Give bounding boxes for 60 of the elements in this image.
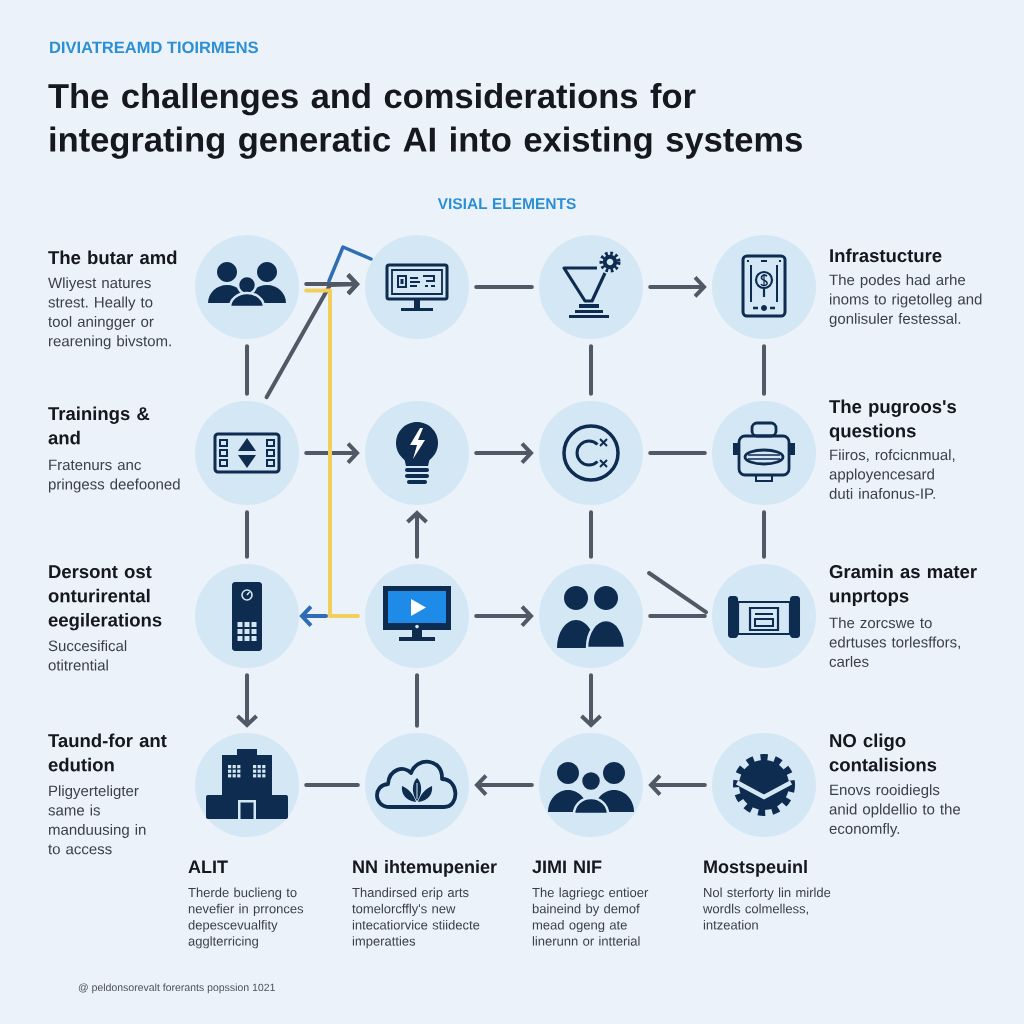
icon-circle: [712, 564, 816, 668]
section-heading: VISIAL ELEMENTS: [437, 198, 576, 210]
description: The podes had arhe inoms to rigetolleg and gonlisuler festessal.: [829, 274, 982, 327]
connector-line: [762, 510, 766, 559]
description: Succesifical otitrential: [48, 640, 127, 671]
arrow: [474, 442, 534, 464]
heading: NN ihtemupenier: [353, 859, 497, 877]
heading: The butar amd: [48, 250, 177, 265]
description: Fratenurs anc pringess deefooned: [48, 459, 180, 493]
description: Pligyerteligter same is manduusing in to access: [48, 785, 146, 855]
heading: Taund-for ant edution: [48, 733, 167, 772]
heading: The pugroos's questions: [829, 399, 956, 442]
connector-line: [415, 673, 419, 728]
arrow: [299, 605, 328, 627]
arrow: [264, 273, 360, 400]
arrow: [304, 442, 360, 464]
footer-text: @ peldonsorevalt forerants popssion 1021: [78, 983, 275, 994]
description: Thandirsed erip arts tomelorcffly's new intecatiorvice stiidecte imperatties: [352, 887, 480, 949]
title: The challenges and comsiderations for integrating generatic AI into existing systems: [48, 83, 802, 159]
heading: Mostspeuinl: [704, 859, 807, 877]
heading: NO cligo contalisions: [829, 733, 937, 772]
icon-circle: [365, 733, 469, 837]
icon-circle: [712, 235, 816, 339]
heading: Dersont ost onturirental eegilerations: [48, 565, 162, 631]
heading: ALIT: [188, 860, 228, 873]
icon-circle: [195, 401, 299, 505]
arrow: [474, 774, 534, 796]
connector-line: [648, 451, 707, 455]
description: The zorcswe to edrtuses torlesffors, carles: [829, 617, 960, 667]
icon-circle: [365, 235, 469, 339]
description: Wliyest natures strest. Heally to tool aningger or rearening bivstom.: [48, 277, 171, 350]
arrow: [648, 774, 707, 796]
arrow: [236, 673, 258, 728]
arrow: [406, 510, 428, 559]
connector-line: [245, 510, 249, 559]
connector-line: [762, 344, 766, 396]
description: Fiiros, rofcicnmual, apployencesard duti inafonus-IP.: [829, 449, 955, 499]
connector-line: [304, 783, 360, 787]
connector-line: [647, 571, 709, 615]
description: Therde buclieng to nevefier in prronces depescevualfity agglterricing: [188, 887, 304, 949]
heading: Trainings & and: [48, 406, 150, 445]
description: Nol sterforty lin mirlde wordls colmelless, intzeation: [703, 887, 831, 930]
arrow: [648, 276, 707, 298]
heading: Gramin as mater unprtops: [829, 564, 977, 607]
arrow: [580, 673, 602, 728]
connector-line: [474, 285, 534, 289]
eyebrow-text: DIVIATREAMD TIOIRMENS: [50, 41, 258, 54]
connector-line: [304, 288, 360, 618]
icon-circle: [712, 401, 816, 505]
icon-circle: [539, 401, 643, 505]
heading: Infrastucture: [830, 248, 942, 263]
connector-line: [245, 344, 249, 396]
connector-line: [589, 510, 593, 559]
connector-line: [648, 614, 707, 618]
heading: JIMI NIF: [532, 860, 602, 874]
connector-line: [589, 344, 593, 396]
description: Enovs rooidiegls anid opldellio to the economfly.: [829, 784, 961, 837]
arrow: [474, 605, 534, 627]
description: The lagriegc entioer baineind by demof mead ogeng ate linerunn or intterial: [532, 887, 649, 946]
icon-circle: [539, 235, 643, 339]
